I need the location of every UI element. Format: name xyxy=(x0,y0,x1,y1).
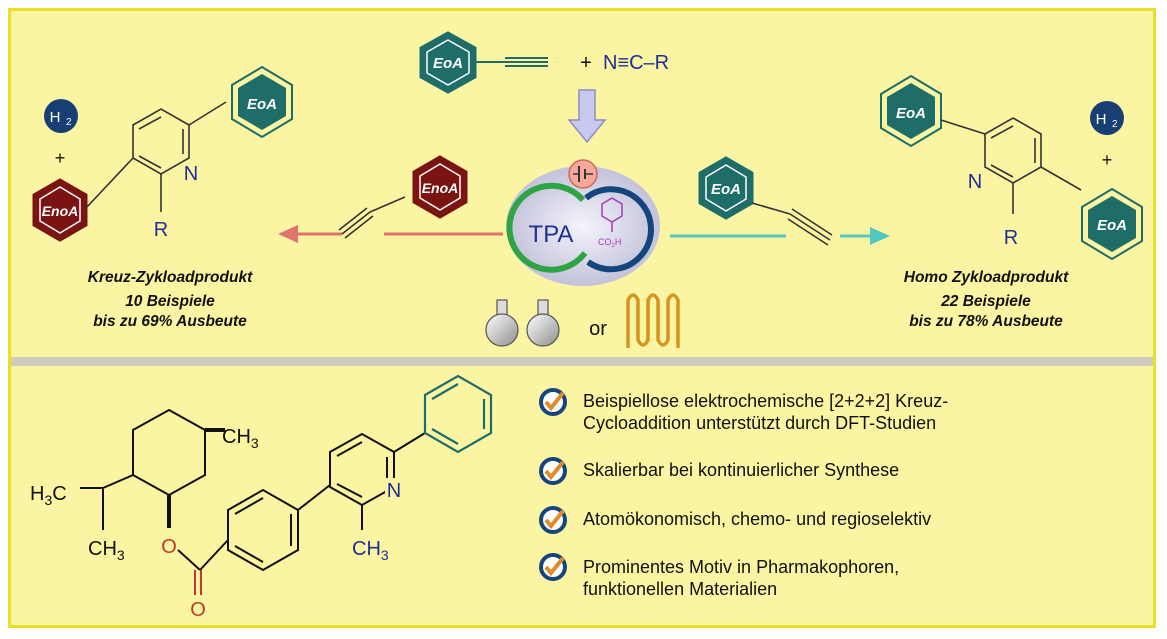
r-label-left: R xyxy=(154,219,168,241)
right-product-count: 22 Beispiele xyxy=(941,293,1031,310)
menthyl-ester-molecule: CH3 H3C CH3 O O N xyxy=(30,374,493,621)
plus-top: + xyxy=(580,52,592,74)
ester-oxygen: O xyxy=(161,536,177,558)
h3c-label: H3C xyxy=(30,483,67,508)
benefit-1-line2: Cycloaddition unterstützt durch DFT-Stud… xyxy=(583,413,937,433)
flow-reactor-icon xyxy=(626,293,680,348)
carbonyl-oxygen: O xyxy=(190,599,206,621)
svg-text:2: 2 xyxy=(66,117,72,128)
batch-flask-icon xyxy=(485,299,560,347)
benefit-item-1: Beispiellose elektrochemische [2+2+2] Kr… xyxy=(583,390,948,434)
left-product-caption: Kreuz-Zykloadprodukt 10 Beispiele bis zu… xyxy=(40,268,300,332)
benefit-1-line1: Beispiellose elektrochemische [2+2+2] Kr… xyxy=(583,391,949,411)
plus-right: + xyxy=(1102,150,1113,170)
check-icon-4 xyxy=(539,553,567,581)
right-product-caption: Homo Zykloadprodukt 22 Beispiele bis zu … xyxy=(856,268,1116,332)
benefit-3-line1: Atomökonomisch, chemo- und regioselektiv xyxy=(583,509,932,529)
left-product-yield: bis zu 69% Ausbeute xyxy=(93,313,247,330)
left-reaction-arrow: EnoA xyxy=(278,155,503,243)
n-label-left: N xyxy=(184,163,198,185)
catalyst-system: TPA CO2H xyxy=(506,159,660,286)
ch3-bottom-label: CH3 xyxy=(88,538,125,563)
n-label-right: N xyxy=(968,171,982,193)
benefit-item-2: Skalierbar bei kontinuierlicher Synthese xyxy=(583,459,899,481)
enoa-label-alkyne: EnoA xyxy=(422,180,459,196)
right-product-structure: EoA N R EoA H 2 + xyxy=(880,74,1143,261)
tpa-label: TPA xyxy=(529,221,574,248)
enoa-label-product: EnoA xyxy=(42,203,79,219)
plus-left: + xyxy=(55,148,66,168)
check-icon-3 xyxy=(539,506,567,534)
check-icon-2 xyxy=(539,457,567,485)
eoa-label-right-top: EoA xyxy=(896,105,926,122)
section-divider xyxy=(11,357,1153,366)
check-icon-1 xyxy=(539,388,567,416)
battery-icon xyxy=(568,159,598,189)
pyridine-n-label: N xyxy=(387,480,401,502)
r-label-right: R xyxy=(1004,227,1018,249)
down-arrow xyxy=(567,89,607,144)
h2-label-right: H xyxy=(1096,111,1107,128)
benefit-2-line1: Skalierbar bei kontinuierlicher Synthese xyxy=(583,460,900,480)
benefit-4-line2: funktionellen Materialien xyxy=(583,579,778,599)
benefit-item-4: Prominentes Motiv in Pharmakophoren, fun… xyxy=(583,556,899,600)
ch3-pyridine-label: CH3 xyxy=(352,538,389,563)
right-reaction-arrow: EoA xyxy=(670,156,890,246)
or-label: or xyxy=(589,318,607,340)
benefit-item-3: Atomökonomisch, chemo- und regioselektiv xyxy=(583,508,931,530)
right-product-yield: bis zu 78% Ausbeute xyxy=(909,313,1063,330)
eoa-label-top: EoA xyxy=(433,55,463,72)
nitrile-label: N≡C–R xyxy=(603,52,669,74)
h2-label-left: H xyxy=(50,109,61,126)
eoa-label-left-product: EoA xyxy=(247,96,277,113)
left-product-count: 10 Beispiele xyxy=(125,293,215,310)
left-product-title: Kreuz-Zykloadprodukt xyxy=(87,269,253,286)
ch3-top-label: CH3 xyxy=(222,426,259,451)
eoa-label-right-bottom: EoA xyxy=(1097,217,1127,234)
eoa-label-alkyne: EoA xyxy=(711,181,741,198)
co2h-label: CO2H xyxy=(598,237,621,249)
eoa-reagent-top: EoA xyxy=(419,31,548,94)
right-product-title: Homo Zykloadprodukt xyxy=(903,269,1069,286)
benefit-4-line1: Prominentes Motiv in Pharmakophoren, xyxy=(583,557,900,577)
left-product-structure: H 2 + EnoA N R EoA xyxy=(32,65,293,242)
svg-text:2: 2 xyxy=(1112,119,1118,130)
